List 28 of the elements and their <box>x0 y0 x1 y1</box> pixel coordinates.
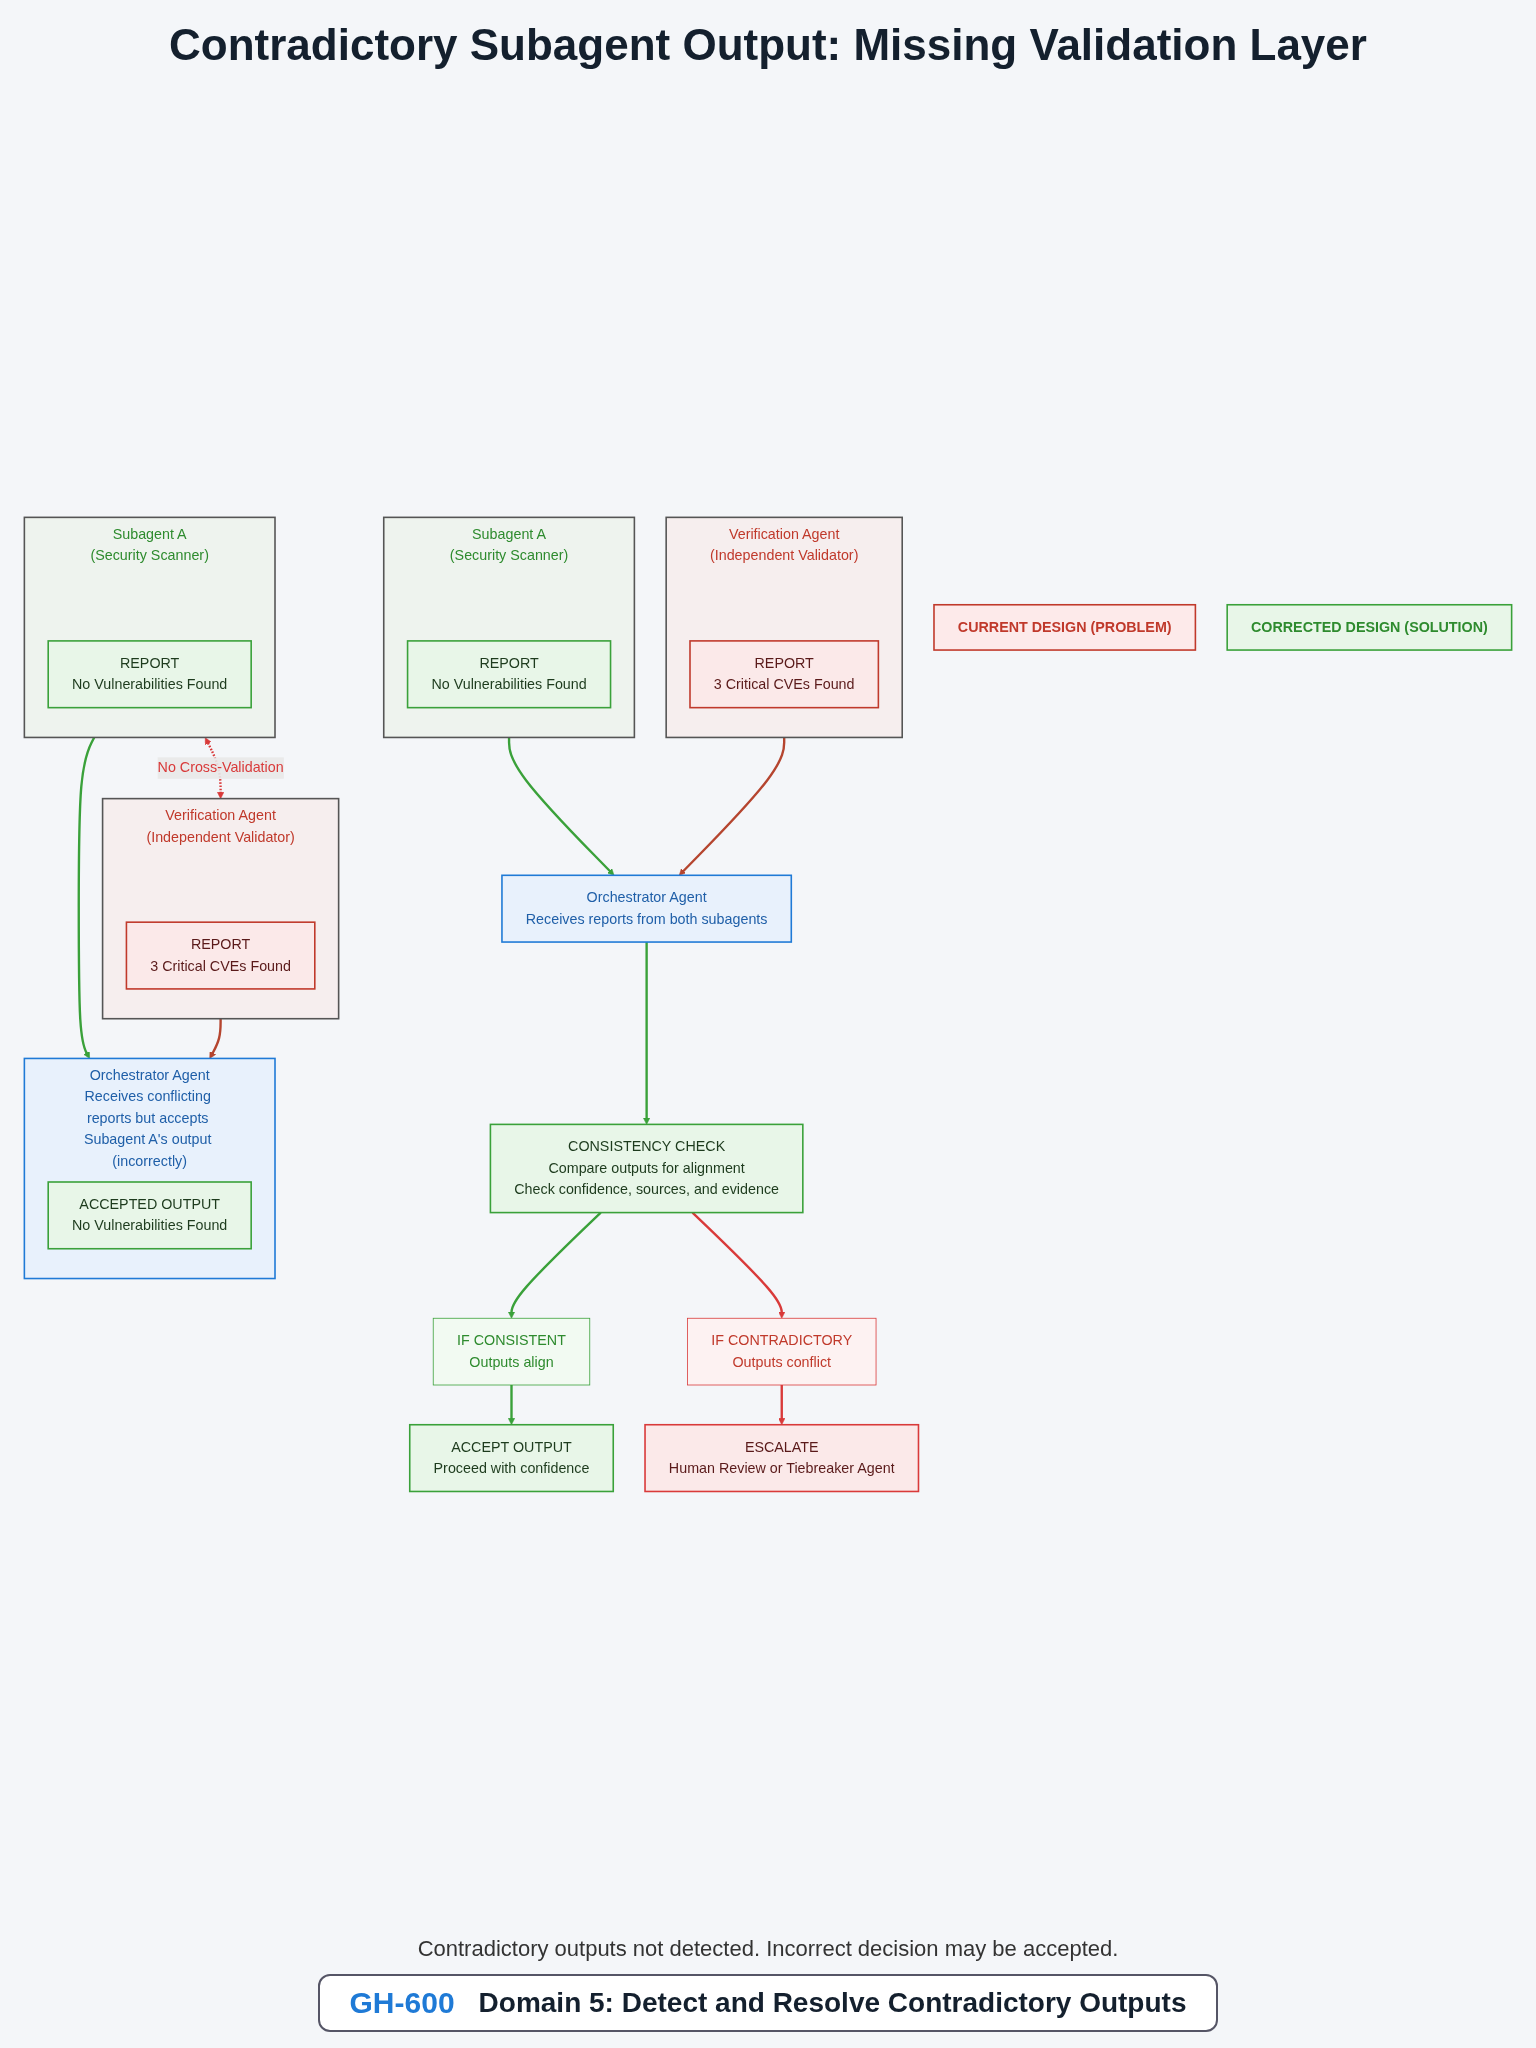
node-box: ESCALATE Human Review or Tiebreaker Agent <box>644 1423 920 1492</box>
arrow <box>778 1384 786 1425</box>
arrow <box>77 736 96 1059</box>
arrow <box>209 1018 222 1059</box>
node-box: Orchestrator Agent Receives reports from both subagents <box>501 874 793 943</box>
arrow <box>691 1211 786 1319</box>
footer-text: Domain 5: Detect and Resolve Contradictory Outputs <box>478 1987 1187 2019</box>
note-text: Contradictory outputs not detected. Incorrect decision may be accepted. <box>417 1936 1119 1962</box>
node-box: REPORT No Vulnerabilities Found <box>406 639 612 709</box>
node-box: REPORT 3 Critical CVEs Found <box>689 639 880 709</box>
arrow <box>205 737 225 799</box>
node-box: IF CONSISTENT Outputs align <box>432 1317 591 1385</box>
arrow <box>643 941 651 1125</box>
node-box: REPORT 3 Critical CVEs Found <box>125 920 316 990</box>
arrow <box>508 1384 515 1425</box>
node-box: ACCEPT OUTPUT Proceed with confidence <box>408 1423 615 1492</box>
node-box: IF CONTRADICTORY Outputs conflict <box>687 1317 877 1385</box>
node-box: CONSISTENCY CHECK Compare outputs for alignment Check confidence, sources, and evidence <box>489 1123 804 1213</box>
node-box: REPORT No Vulnerabilities Found <box>47 639 252 709</box>
node-box: CORRECTED DESIGN (SOLUTION) <box>1226 603 1513 651</box>
arrow <box>507 737 615 876</box>
edge-label: No Cross-Validation <box>157 759 284 776</box>
node-box: CURRENT DESIGN (PROBLEM) <box>933 603 1197 651</box>
arrow <box>508 1211 602 1319</box>
node-box: ACCEPTED OUTPUT No Vulnerabilities Found <box>47 1180 252 1250</box>
exam-code: GH-600 <box>349 1986 455 2020</box>
arrow <box>678 737 786 876</box>
title: Contradictory Subagent Output: Missing Validation Layer <box>169 20 1367 70</box>
